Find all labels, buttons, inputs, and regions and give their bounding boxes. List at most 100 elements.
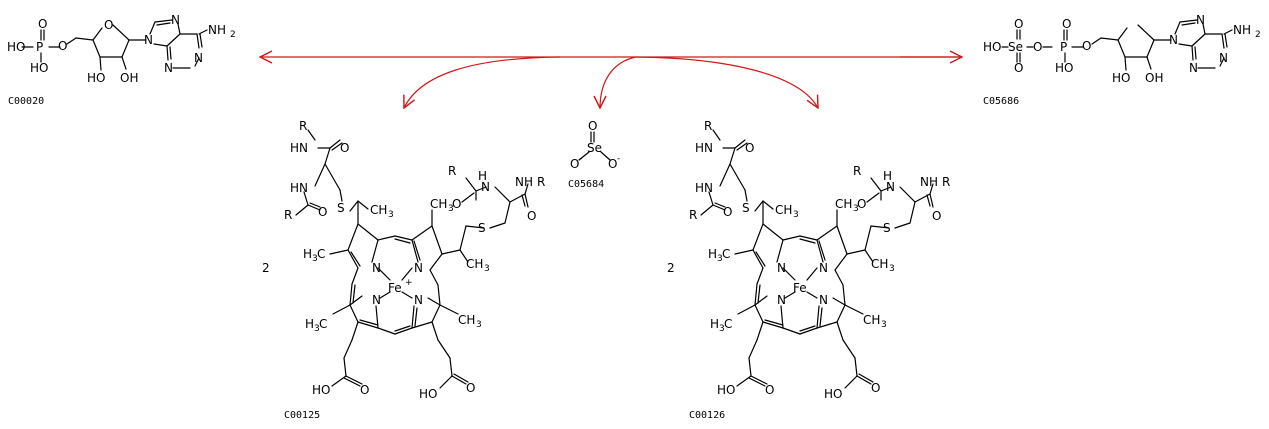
atom-N: N (194, 51, 203, 65)
reaction-arrows (260, 57, 962, 108)
atom-N: N (920, 175, 929, 189)
charge-minus: - (617, 154, 620, 164)
atom-NH2: NH (1233, 23, 1251, 37)
atom-O: O (871, 381, 880, 395)
atom-O: O (527, 209, 536, 223)
compound-id: C00126 (689, 410, 725, 421)
atom-Se: Se (587, 141, 602, 155)
atom-CH3: CH (863, 313, 880, 327)
atom-R: R (704, 119, 712, 133)
atom-O: O (452, 197, 461, 211)
atom-HO: HO (1055, 61, 1073, 75)
atom-O: O (1033, 40, 1042, 54)
arrow-to-C00125 (404, 56, 561, 108)
atom-N: N (515, 175, 524, 189)
atom-S: S (883, 221, 891, 235)
atom-O: O (932, 209, 941, 223)
atom-H3C: H (708, 247, 717, 261)
atom-O: O (723, 205, 732, 219)
atom-O-minus: O (608, 157, 617, 171)
heme-structure: R HN O HN R O S CH 3 CH 3 R N H O N H R … (689, 119, 950, 401)
stoichiometric-coefficient: 2 (262, 261, 270, 275)
atom-ring-O: O (104, 18, 113, 32)
atom-H3C: H (305, 317, 314, 331)
compound-id: C00020 (8, 96, 44, 107)
atom-N: N (1189, 61, 1198, 75)
compound-C00126: 2 (667, 119, 950, 421)
arrow-to-C05684 (600, 56, 637, 108)
atom-H3C-c: C (319, 317, 327, 331)
atom-O: O (340, 141, 349, 155)
atom-R: R (448, 164, 456, 178)
atom-H3C-sub: 3 (719, 324, 725, 334)
atom-H3C-c: C (722, 247, 730, 261)
atom-H: H (929, 175, 938, 189)
atom-CH3: CH (871, 257, 888, 271)
compound-id: C05684 (568, 179, 604, 190)
compound-id: C05686 (983, 96, 1019, 107)
atom-Fe: Fe (388, 281, 402, 295)
atom-HO: HO (717, 383, 735, 397)
atom-O: O (58, 39, 67, 53)
atom-N: N (372, 261, 381, 275)
atom-CH3-sub: 3 (853, 204, 859, 214)
atom-H3C: H (303, 247, 312, 261)
atom-O: O (38, 17, 47, 31)
atom-OH: OH (120, 71, 138, 85)
atom-NH2-sub: 2 (230, 30, 236, 40)
atom-O: O (1014, 17, 1023, 31)
atom-CH3-sub: 3 (476, 320, 482, 330)
arrow-to-C00126 (635, 56, 818, 108)
atom-N: N (372, 293, 381, 307)
atom-R: R (942, 175, 950, 189)
atom-HO: HO (7, 40, 25, 54)
atom-R: R (853, 164, 861, 178)
atom-S: S (337, 201, 345, 215)
atom-CH3: CH (430, 197, 447, 211)
atom-N: N (414, 261, 423, 275)
atom-HN: HN (290, 141, 308, 155)
atom-OH: OH (1145, 71, 1163, 85)
atom-O: O (318, 205, 327, 219)
atom-O: O (765, 383, 774, 397)
atom-Se: Se (1008, 40, 1023, 54)
atom-CH3: CH (370, 203, 387, 217)
atom-CH3: CH (458, 313, 475, 327)
atom-HO: HO (30, 61, 48, 75)
stoichiometric-coefficient: 2 (667, 261, 675, 275)
atom-N: N (819, 261, 828, 275)
atom-N: N (1219, 51, 1228, 65)
atom-H: H (478, 169, 487, 183)
atom-CH3: CH (835, 197, 852, 211)
atom-H3C-c: C (317, 247, 325, 261)
compound-C00020: HO P O HO O O N N N N NH 2 HO OH C00020 (7, 13, 236, 107)
atom-N: N (886, 180, 895, 194)
atom-HO: HO (983, 40, 1001, 54)
atom-N: N (777, 293, 786, 307)
atom-N: N (414, 293, 423, 307)
atom-N: N (144, 33, 153, 47)
compound-C05686: HO Se O O O P O HO O N N N N NH 2 HO OH … (983, 13, 1261, 107)
atom-S: S (478, 221, 486, 235)
compound-C05684: O Se O - O - C05684 (568, 119, 620, 190)
atom-HN: HN (695, 141, 713, 155)
atom-R: R (537, 175, 545, 189)
atom-CH3-sub: 3 (484, 264, 490, 274)
atom-HO: HO (312, 383, 330, 397)
atom-H: H (883, 169, 892, 183)
atom-CH3: CH (775, 203, 792, 217)
atom-O: O (1062, 17, 1071, 31)
atom-N: N (1169, 33, 1178, 47)
atom-P: P (36, 40, 43, 54)
atom-N: N (171, 13, 180, 27)
atom-HO: HO (1112, 71, 1130, 85)
atom-O: O (1082, 39, 1091, 53)
atom-N: N (819, 293, 828, 307)
atom-R: R (689, 208, 697, 222)
atom-H3C: H (710, 317, 719, 331)
atom-N: N (1196, 13, 1205, 27)
compound-id: C00125 (284, 410, 320, 421)
atom-R: R (299, 119, 307, 133)
atom-HN: HN (290, 181, 308, 195)
